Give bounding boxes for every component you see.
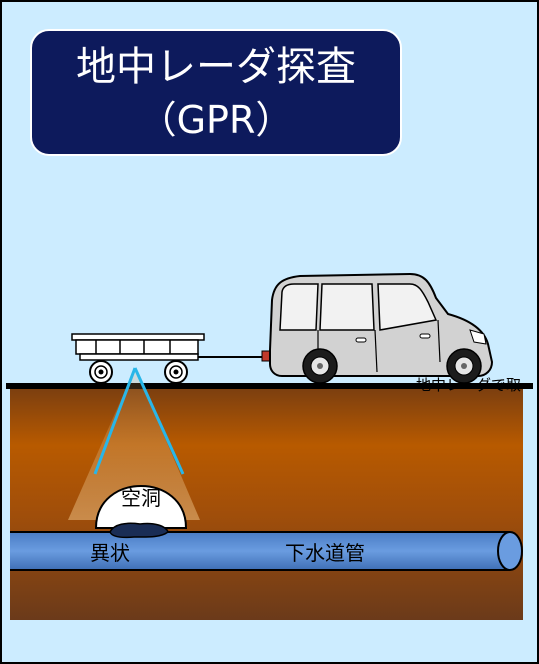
radar-cart-icon (71, 333, 273, 384)
minivan-icon (269, 272, 494, 384)
sewer-pipe-end (497, 531, 523, 571)
sewer-pipe-label: 下水道管 (285, 541, 365, 565)
radar-beam-left (93, 367, 137, 475)
cut-caption: 地中レーダで取 (416, 376, 521, 394)
anomaly-blob (109, 522, 169, 539)
radar-beam-right (133, 367, 185, 475)
title-box (30, 29, 402, 156)
sewer-pipe (10, 532, 510, 570)
cavity (94, 485, 188, 529)
anomaly-label: 異状 (90, 541, 130, 565)
road-surface (6, 383, 533, 389)
title-line-1: 地中レーダ探査 (76, 44, 356, 90)
radar-beam-cone (68, 368, 200, 520)
cavity-label: 空洞 (121, 486, 161, 510)
title-line-2: （GPR） (139, 98, 294, 142)
